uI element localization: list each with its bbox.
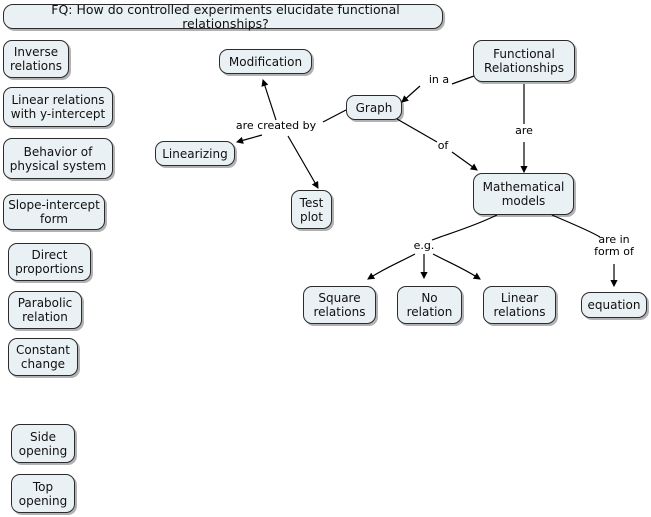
link-label-are-created-by: are created by	[235, 119, 317, 132]
sidebar-item-parabolic-relation[interactable]: Parabolic relation	[8, 291, 82, 329]
edge-graph-to-of	[396, 118, 438, 143]
sidebar-item-behavior-of-physical-system[interactable]: Behavior of physical system	[3, 138, 113, 179]
node-graph[interactable]: Graph	[346, 95, 402, 120]
edge-in-a-to-graph	[401, 85, 421, 103]
edge-functional-to-in-a	[451, 75, 475, 85]
link-label-of: of	[437, 139, 449, 152]
link-label-eg: e.g.	[413, 239, 435, 252]
node-no-relation[interactable]: No relation	[397, 286, 462, 324]
edge-graph-to-are-created-by	[322, 109, 347, 123]
sidebar-item-constant-change[interactable]: Constant change	[8, 338, 78, 376]
sidebar-item-side-opening[interactable]: Side opening	[11, 424, 75, 463]
edge-mathematical-models-to-eg	[431, 214, 498, 241]
edge-of-to-mathematical-models	[451, 151, 478, 171]
sidebar-item-top-opening[interactable]: Top opening	[11, 474, 75, 513]
node-square-relations[interactable]: Square relations	[303, 286, 376, 324]
link-label-in-a: in a	[428, 73, 450, 86]
edge-eg-to-linear-relations	[432, 253, 481, 280]
edge-are-created-by-to-linearizing	[235, 134, 263, 144]
node-functional-relationships[interactable]: Functional Relationships	[473, 40, 575, 82]
link-label-are: are	[515, 124, 533, 137]
focus-question-banner: FQ: How do controlled experiments elucid…	[3, 2, 443, 30]
sidebar-item-linear-relations-with-y-intercept[interactable]: Linear relations with y-intercept	[3, 87, 113, 127]
sidebar-item-inverse-relations[interactable]: Inverse relations	[3, 40, 69, 78]
node-modification[interactable]: Modification	[219, 49, 312, 74]
node-linear-relations[interactable]: Linear relations	[483, 286, 556, 324]
node-test-plot[interactable]: Test plot	[291, 190, 332, 229]
node-mathematical-models[interactable]: Mathematical models	[473, 173, 574, 215]
sidebar-item-direct-proportions[interactable]: Direct proportions	[8, 243, 91, 281]
edge-are-created-by-to-modification	[261, 78, 277, 121]
link-label-are-in-form-of: are in form of	[594, 233, 634, 258]
edge-are-created-by-to-test-plot	[287, 135, 319, 189]
sidebar-item-slope-intercept-form[interactable]: Slope-intercept form	[3, 194, 105, 230]
node-equation[interactable]: equation	[581, 292, 647, 318]
edge-eg-to-square-relations	[367, 253, 416, 280]
node-linearizing[interactable]: Linearizing	[155, 141, 235, 166]
